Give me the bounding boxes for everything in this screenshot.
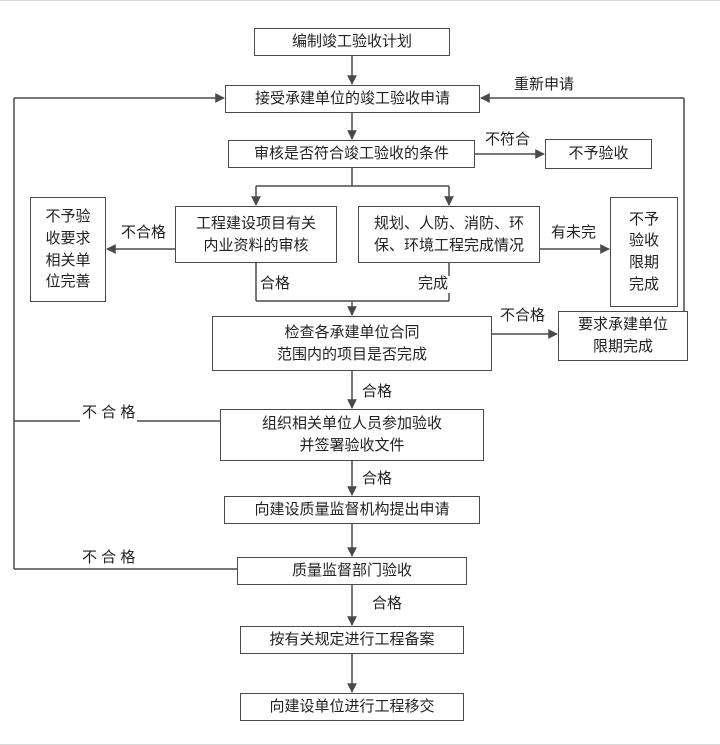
edge-label-not-conform: 不符合 xyxy=(483,131,533,149)
edge-label-unqualified-supervision: 不 合 格 xyxy=(80,549,138,567)
node-project-filing: 按有关规定进行工程备案 xyxy=(240,626,464,654)
edge-label-incomplete: 有未完 xyxy=(549,224,599,242)
node-review-conditions: 审核是否符合竣工验收的条件 xyxy=(228,140,475,168)
node-completion-status: 规划、人防、消防、环 保、环境工程完成情况 xyxy=(358,206,540,263)
node-plan: 编制竣工验收计划 xyxy=(254,28,450,56)
edge-label-complete: 完成 xyxy=(416,275,451,293)
edge-label-unqualified-organize: 不 合 格 xyxy=(80,404,138,422)
edge-label-qualified-supervision: 合格 xyxy=(370,595,405,613)
node-no-acceptance: 不予验收 xyxy=(545,139,652,169)
edge-label-qualified-organize: 合格 xyxy=(360,470,395,488)
node-doc-review: 工程建设项目有关 内业资料的审核 xyxy=(175,206,337,263)
node-project-handover: 向建设单位进行工程移交 xyxy=(240,693,464,721)
node-accept-application: 接受承建单位的竣工验收申请 xyxy=(225,85,480,113)
node-improve-required: 不予验 收要求 相关单 位完善 xyxy=(30,197,106,302)
edge-label-qualified-doc: 合格 xyxy=(258,275,293,293)
node-organize-acceptance: 组织相关单位人员参加验收 并签署验收文件 xyxy=(220,409,484,461)
node-apply-supervision: 向建设质量监督机构提出申请 xyxy=(224,496,480,524)
edge-label-reapply: 重新申请 xyxy=(512,76,577,94)
edge-label-unqualified-doc: 不合格 xyxy=(119,224,169,242)
node-deadline-complete: 不予 验收 限期 完成 xyxy=(610,197,678,307)
node-supervision-acceptance: 质量监督部门验收 xyxy=(237,557,467,585)
edge-label-qualified-contract: 合格 xyxy=(360,383,395,401)
node-check-contract-scope: 检查各承建单位合同 范围内的项目是否完成 xyxy=(212,316,492,371)
node-require-deadline: 要求承建单位 限期完成 xyxy=(558,311,688,361)
edge-label-unqualified-contract: 不合格 xyxy=(498,307,548,325)
